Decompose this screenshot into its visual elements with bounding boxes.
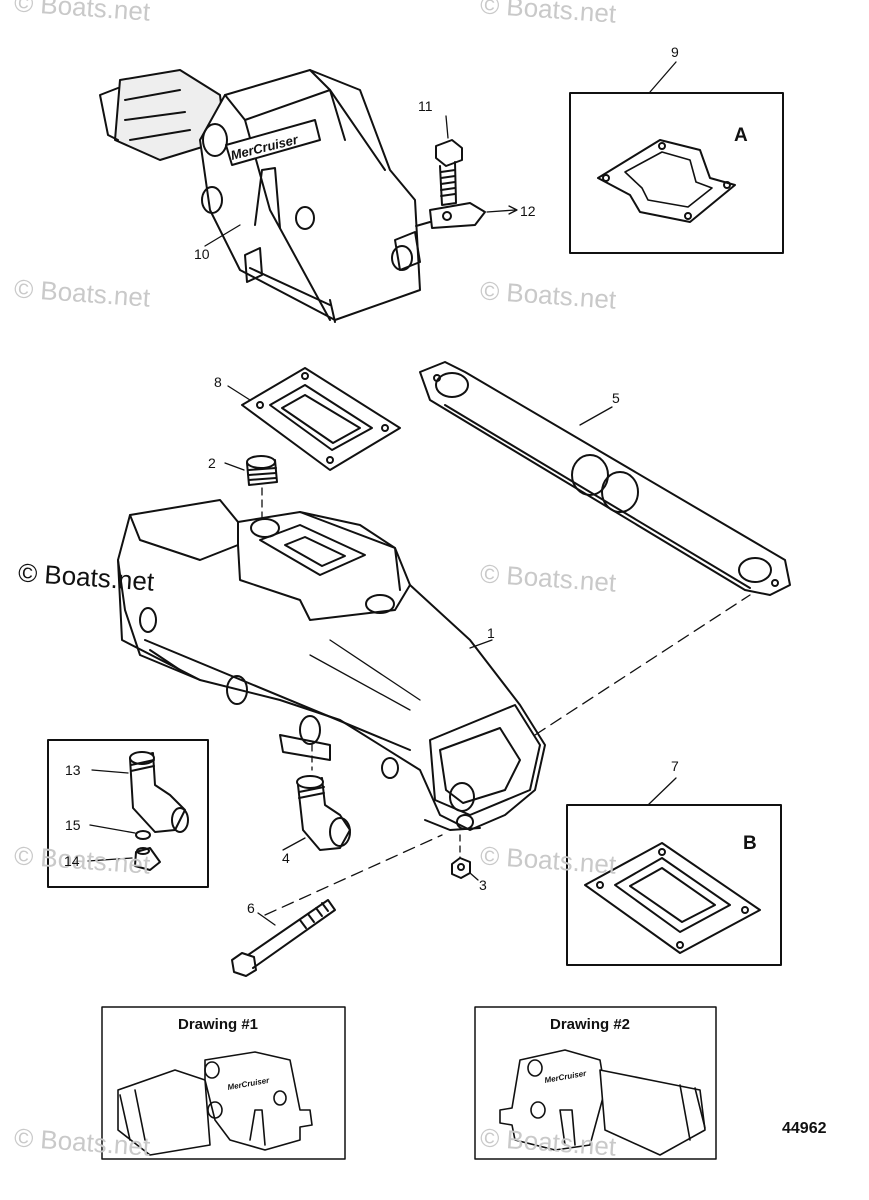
callout-3: 3 (479, 877, 487, 893)
inset-box-b (566, 804, 782, 966)
drawing-1-box (101, 1006, 346, 1160)
callout-10: 10 (194, 246, 210, 262)
callout-7: 7 (671, 758, 679, 774)
fitting-part-14 (134, 847, 161, 871)
callout-14: 14 (64, 853, 80, 869)
o-ring-part-15 (135, 830, 151, 840)
callout-4: 4 (282, 850, 290, 866)
manifold-gasket-part-5 (419, 361, 791, 596)
clip-part-12 (415, 202, 486, 229)
bolt-part-11 (435, 139, 463, 206)
inset-a-letter: A (734, 125, 748, 146)
inset-box-a (569, 92, 784, 254)
elbow-riser-part-10: MerCruiser (99, 69, 421, 323)
callout-8: 8 (214, 374, 222, 390)
long-bolt-part-6 (231, 899, 336, 977)
diagram-number: 44962 (782, 1120, 827, 1137)
elbow-fitting-part-4 (296, 775, 351, 851)
callout-6: 6 (247, 900, 255, 916)
callout-13: 13 (65, 762, 81, 778)
inset-b-letter: B (743, 833, 757, 854)
callout-5: 5 (612, 390, 620, 406)
plug-part-2 (246, 455, 278, 486)
exhaust-manifold-part-1 (117, 499, 546, 831)
inset-box-fittings (47, 739, 209, 888)
drawing-1-title: Drawing #1 (178, 1016, 259, 1033)
gasket-part-8 (241, 367, 401, 471)
callout-1: 1 (487, 625, 495, 641)
callout-9: 9 (671, 44, 679, 60)
callout-2: 2 (208, 455, 216, 471)
nut-part-3 (451, 857, 471, 879)
callout-15: 15 (65, 817, 81, 833)
callout-11: 11 (418, 98, 433, 114)
drawing-2-elbow (499, 1049, 706, 1156)
callout-12: 12 (520, 203, 536, 219)
elbow-fitting-part-13 (129, 751, 189, 833)
drawing-2-title: Drawing #2 (550, 1016, 631, 1033)
drawing-2-box (474, 1006, 717, 1160)
drawing-1-elbow (117, 1051, 313, 1156)
